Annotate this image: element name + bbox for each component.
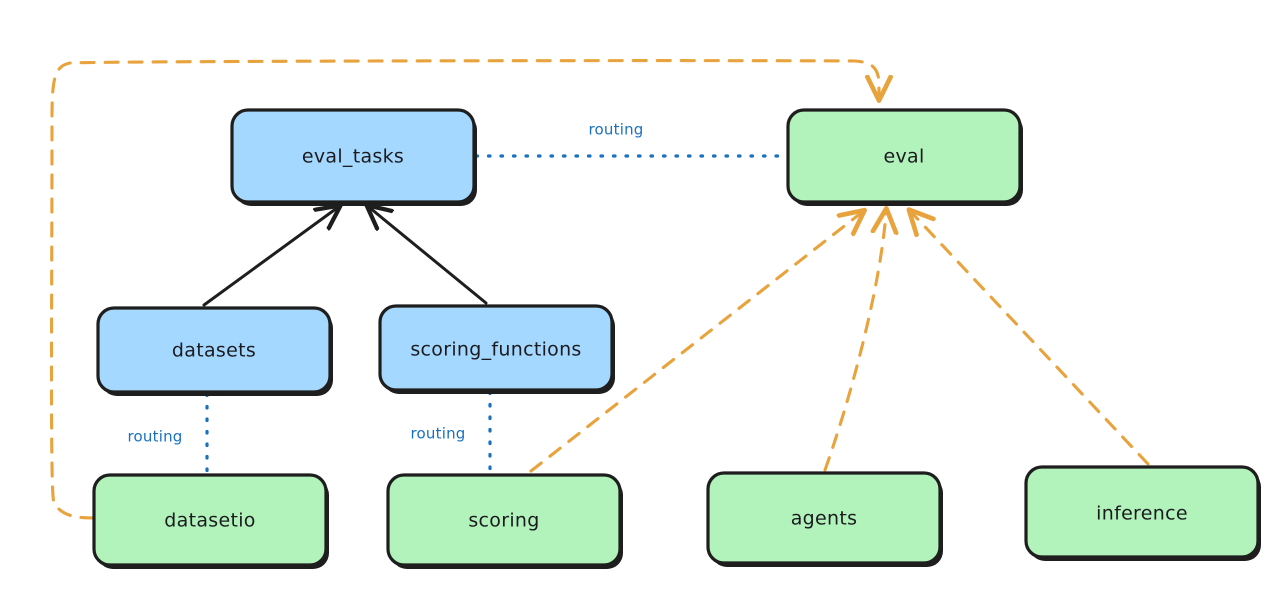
node-scoring-label: scoring bbox=[468, 510, 539, 532]
node-scoring_functions-label: scoring_functions bbox=[410, 339, 581, 361]
node-agents-label: agents bbox=[791, 508, 858, 530]
node-datasets-label: datasets bbox=[172, 340, 256, 362]
dependency-edges-group bbox=[49, 59, 1150, 520]
node-scoring-body[interactable] bbox=[386, 473, 622, 567]
edge-labels-group: routing routing routing bbox=[128, 121, 644, 446]
node-eval-body[interactable] bbox=[786, 108, 1022, 204]
node-inference[interactable]: inference bbox=[1024, 465, 1261, 561]
node-datasetio-body[interactable] bbox=[92, 473, 328, 567]
node-eval_tasks[interactable]: eval_tasks bbox=[230, 108, 477, 206]
node-inference-label: inference bbox=[1096, 503, 1188, 525]
node-eval-label: eval bbox=[883, 146, 924, 168]
node-inference-body[interactable] bbox=[1024, 465, 1260, 559]
node-scoring_functions-body[interactable] bbox=[378, 304, 614, 392]
edge-datasets-to-eval_tasks bbox=[202, 208, 337, 307]
routing-edges-group bbox=[205, 154, 788, 475]
node-datasetio[interactable]: datasetio bbox=[92, 473, 329, 569]
node-datasetio-label: datasetio bbox=[164, 510, 255, 532]
node-agents-body[interactable] bbox=[706, 471, 942, 565]
composition-edges-group bbox=[202, 208, 488, 307]
edge-label-routing-datasetio: routing bbox=[128, 428, 183, 446]
edge-label-routing-scoring: routing bbox=[411, 425, 466, 443]
node-eval_tasks-body[interactable] bbox=[230, 108, 476, 204]
edge-datasetio-to-eval bbox=[49, 59, 880, 520]
node-scoring[interactable]: scoring bbox=[386, 473, 623, 569]
node-eval[interactable]: eval bbox=[786, 108, 1023, 206]
edge-scoring_functions-to-eval_tasks bbox=[370, 208, 488, 305]
edge-scoring-to-eval bbox=[529, 213, 861, 473]
node-eval_tasks-label: eval_tasks bbox=[302, 146, 404, 168]
node-datasets-body[interactable] bbox=[96, 306, 332, 394]
node-scoring_functions[interactable]: scoring_functions bbox=[378, 304, 615, 394]
edge-label-routing-eval: routing bbox=[589, 121, 644, 139]
node-agents[interactable]: agents bbox=[706, 471, 943, 567]
edge-agents-to-eval bbox=[823, 213, 886, 472]
node-datasets[interactable]: datasets bbox=[96, 306, 333, 396]
edge-inference-to-eval bbox=[912, 213, 1150, 466]
